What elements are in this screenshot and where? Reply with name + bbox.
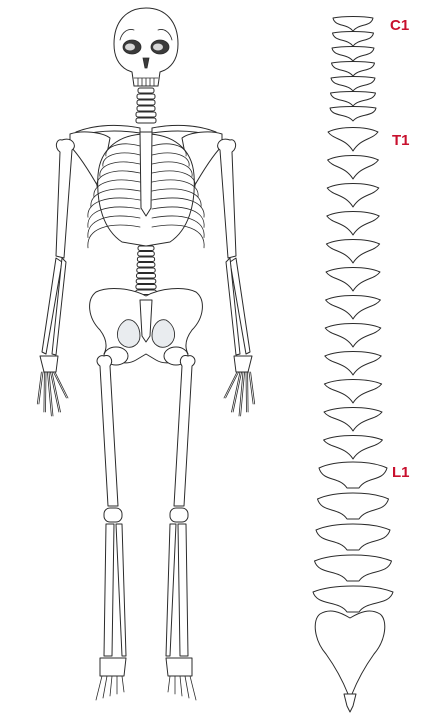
- thoracic-vertebra: [324, 436, 383, 460]
- right-foot: [166, 658, 192, 676]
- toe: [122, 676, 124, 692]
- right-hand: [234, 356, 252, 372]
- finger: [246, 372, 247, 412]
- cervical-vertebra: [333, 17, 373, 32]
- thoracic-vertebra: [325, 324, 381, 348]
- cervical-vertebra: [332, 47, 374, 62]
- toe: [96, 676, 102, 700]
- trunk-vertebra: [137, 268, 155, 273]
- sacrum: [315, 611, 385, 712]
- toe: [168, 676, 170, 692]
- neck-vertebrae: [136, 88, 156, 123]
- trunk-vertebra: [138, 252, 155, 257]
- cervical-vertebra: [333, 32, 374, 47]
- toe: [190, 676, 196, 700]
- thoracic-vertebra: [324, 408, 382, 432]
- label-c1: C1: [390, 18, 409, 33]
- trunk-vertebra: [137, 257, 154, 262]
- left-foot: [100, 658, 126, 676]
- thoracic-vertebra: [327, 212, 379, 236]
- skeleton-figure: [37, 8, 254, 700]
- toe: [180, 676, 182, 696]
- skull: [114, 8, 178, 86]
- finger: [44, 372, 45, 412]
- trunk-vertebra: [137, 274, 156, 279]
- cervical-vertebra: [331, 77, 375, 92]
- right-arm: [218, 139, 255, 416]
- thoracic-vertebra: [327, 184, 379, 208]
- thoracic-vertebra: [328, 128, 378, 152]
- toe: [185, 676, 189, 698]
- left-hand: [40, 356, 58, 372]
- right-leg: [166, 356, 196, 700]
- thoracic-vertebra: [324, 380, 381, 404]
- cervical-vertebra: [332, 62, 375, 77]
- left-leg: [96, 356, 126, 700]
- toe: [110, 676, 112, 696]
- label-l1: L1: [392, 465, 410, 480]
- thoracic-vertebra: [326, 240, 379, 264]
- lumbar-vertebra: [315, 555, 392, 581]
- lumbar-vertebra: [316, 524, 390, 550]
- trunk-vertebra: [138, 246, 154, 251]
- left-toes: [96, 676, 124, 700]
- lumbar-vertebra: [319, 462, 387, 488]
- right-toes: [168, 676, 196, 700]
- thoracic-vertebra: [328, 156, 379, 180]
- pelvis: [90, 289, 203, 365]
- cervical-vertebra: [330, 107, 376, 122]
- thoracic-vertebra: [326, 296, 381, 320]
- cervical-vertebra: [331, 92, 376, 107]
- sternum: [140, 132, 152, 216]
- lower-spine: [136, 246, 157, 295]
- trunk-vertebra: [136, 285, 156, 290]
- left-arm: [37, 139, 74, 416]
- vertebral-column: [313, 17, 393, 613]
- toe: [103, 676, 107, 698]
- thoracic-vertebra: [326, 268, 380, 292]
- trunk-vertebra: [137, 263, 155, 268]
- right-fingers: [224, 372, 255, 416]
- trunk-vertebra: [136, 279, 156, 284]
- finger: [248, 372, 249, 412]
- thoracic-vertebra: [325, 352, 381, 376]
- left-fingers: [37, 372, 68, 416]
- finger: [46, 372, 47, 412]
- lumbar-vertebra: [313, 586, 393, 612]
- label-t1: T1: [392, 133, 410, 148]
- coccyx: [344, 694, 356, 712]
- lumbar-vertebra: [318, 493, 389, 519]
